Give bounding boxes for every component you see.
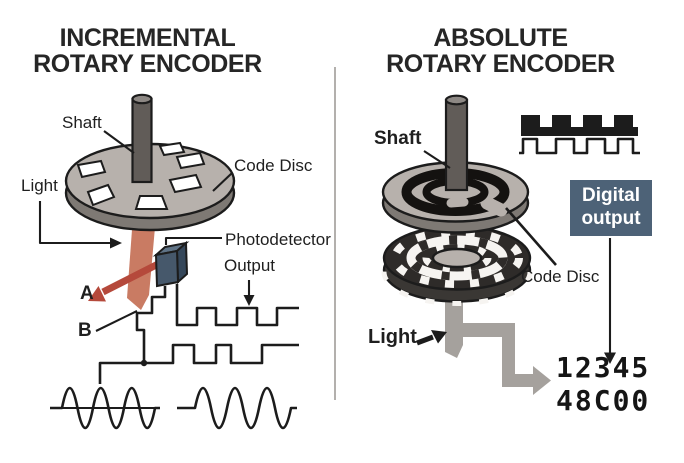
light-beam-left [127, 216, 156, 310]
digital-output-badge: Digital output [570, 180, 652, 236]
left-shaft-top [131, 93, 153, 105]
digital-output-arrow-head [604, 352, 616, 364]
light-label-right: Light [368, 326, 417, 348]
digital-readout: 12345 48C00 [556, 351, 650, 417]
left-title-line2: ROTARY ENCODER [33, 50, 262, 78]
code-disc-pointer-right [505, 207, 557, 266]
light-arrow-head-left [110, 237, 122, 249]
channel-b-waveform [98, 343, 299, 384]
binary-square-wave [519, 137, 640, 155]
sine-waveform-right [177, 386, 297, 430]
detector-wire-zigzag [135, 286, 167, 363]
channel-b-pointer [95, 310, 138, 332]
code-ring-outer [391, 228, 523, 288]
output-label: Output [224, 256, 276, 275]
right-panel-title: ABSOLUTE ROTARY ENCODER [378, 25, 623, 77]
code-disc-label-right: Code Disc [521, 267, 600, 286]
incremental-encoder-art [38, 93, 299, 430]
shaft-label-left: Shaft [62, 113, 102, 132]
right-shaft-top [444, 94, 469, 106]
right-shaft-cylinder [444, 98, 469, 192]
light-pointer-left [38, 201, 110, 245]
output-arrow-head [243, 295, 255, 306]
disc-slot [134, 195, 169, 210]
light-arrow-shaft-right [416, 334, 434, 346]
disc-slot [168, 173, 203, 194]
disc-slot [158, 141, 186, 157]
light-beam-right [445, 296, 533, 387]
left-shaft-cylinder [131, 97, 153, 184]
rim-segments [381, 238, 533, 306]
channel-a-label: A [80, 283, 94, 304]
right-title-line1: ABSOLUTE [433, 24, 568, 52]
light-label-left: Light [21, 176, 58, 195]
disc-slot [86, 183, 116, 207]
photodetector-box [152, 240, 190, 288]
code-disc-hub [431, 247, 483, 269]
digital-readout-line1: 12345 [556, 351, 651, 384]
disc-slot [76, 159, 107, 179]
disc-slot [175, 151, 206, 170]
shaft-pointer-left [103, 130, 135, 154]
photodetector-pointer [164, 236, 222, 245]
digital-output-line1: Digital [581, 185, 641, 206]
code-disc-pointer-left [212, 172, 233, 192]
absolute-encoder-art [381, 94, 640, 395]
digital-readout-line2: 48C00 [556, 384, 651, 417]
mask-ring-inner-gap [446, 197, 469, 208]
sine-waveform-left [50, 386, 160, 430]
code-ring-inner [422, 243, 492, 273]
code-ring-middle-segments [406, 235, 508, 281]
mask-ring-gap [480, 196, 508, 217]
red-light-arrow-shaft [101, 257, 166, 296]
shaft-pointer-right [423, 150, 451, 169]
light-arrow-head-right [431, 330, 447, 344]
code-disc-label-left: Code Disc [234, 156, 313, 175]
left-panel-title: INCREMENTAL ROTARY ENCODER [25, 25, 270, 77]
light-beam-arrow-head [533, 366, 551, 395]
channel-b-label: B [78, 320, 92, 341]
right-title-line2: ROTARY ENCODER [386, 50, 615, 78]
shaft-label-right: Shaft [374, 128, 422, 149]
channel-a-waveform [175, 284, 299, 327]
digital-output-line2: output [581, 208, 641, 229]
photodetector-label: Photodetector [225, 230, 331, 249]
red-light-arrow-head [88, 286, 106, 302]
left-title-line1: INCREMENTAL [59, 24, 236, 52]
binary-pattern [521, 115, 638, 136]
